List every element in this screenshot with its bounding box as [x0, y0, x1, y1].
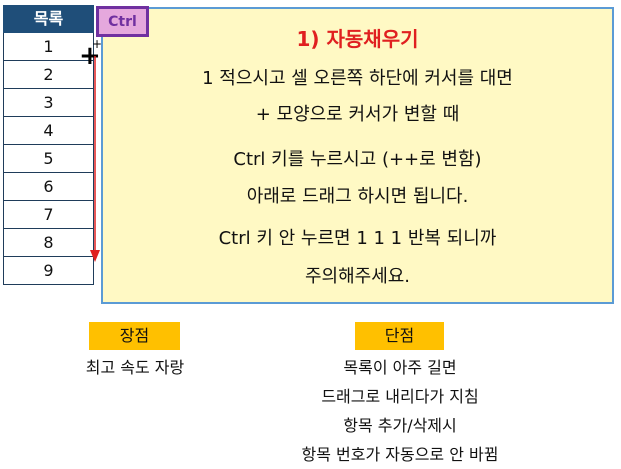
list-cell-5[interactable]: 5 — [3, 145, 94, 173]
number-list-table: 목록 1 2 3 4 5 6 7 8 9 — [3, 5, 94, 285]
list-cell-3[interactable]: 3 — [3, 89, 94, 117]
pros-item-1: 최고 속도 자랑 — [85, 358, 185, 377]
autofill-note-box: 1) 자동채우기 1 적으시고 셀 오른쪽 하단에 커서를 대면 + 모양으로 … — [101, 7, 614, 304]
list-header[interactable]: 목록 — [3, 5, 94, 33]
note-line-6: 주의해주세요. — [304, 266, 411, 287]
cons-item-3: 항목 추가/삭제시 — [343, 416, 457, 435]
note-line-5: Ctrl 키 안 누르면 1 1 1 반복 되니까 — [218, 228, 497, 249]
list-cell-4[interactable]: 4 — [3, 117, 94, 145]
note-line-2: + 모양으로 커서가 변할 때 — [255, 104, 460, 125]
note-line-3: Ctrl 키를 누르시고 (++로 변함) — [233, 149, 482, 170]
note-line-1: 1 적으시고 셀 오른쪽 하단에 커서를 대면 — [202, 68, 513, 89]
cons-item-1: 목록이 아주 길면 — [343, 358, 457, 377]
list-cell-1[interactable]: 1 — [3, 33, 94, 61]
cons-item-2: 드래그로 내리다가 지침 — [321, 387, 479, 406]
note-title: 1) 자동채우기 — [296, 27, 419, 51]
cons-item-4: 항목 번호가 자동으로 안 바뀜 — [301, 445, 499, 464]
note-line-4: 아래로 드래그 하시면 됩니다. — [246, 186, 469, 207]
list-cell-2[interactable]: 2 — [3, 61, 94, 89]
fill-handle-small-plus: + — [92, 37, 103, 51]
list-cell-9[interactable]: 9 — [3, 257, 94, 285]
pros-tag: 장점 — [89, 322, 180, 350]
cons-tag: 단점 — [355, 322, 444, 350]
list-cell-6[interactable]: 6 — [3, 173, 94, 201]
list-cell-8[interactable]: 8 — [3, 229, 94, 257]
red-down-arrow-icon — [90, 56, 100, 262]
list-cell-7[interactable]: 7 — [3, 201, 94, 229]
ctrl-key-badge: Ctrl — [96, 6, 149, 37]
